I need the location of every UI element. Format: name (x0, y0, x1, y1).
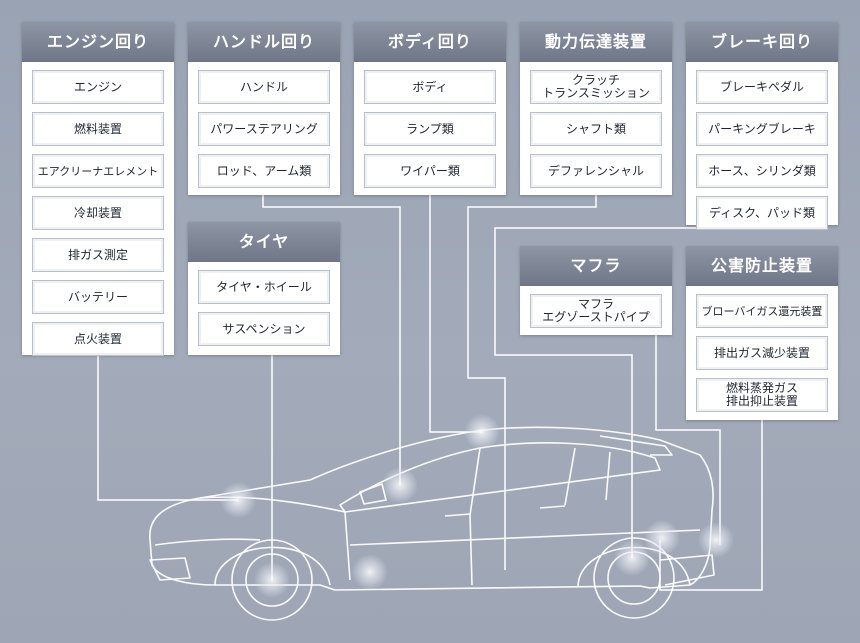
item-transmission-label: トランスミッション (542, 86, 650, 100)
item-muffler-label: マフラ (577, 297, 614, 311)
item-steering-wheel[interactable]: ハンドル (198, 70, 330, 104)
panel-steering-title: ハンドル回り (188, 22, 340, 62)
panel-muffler: マフラ マフラ エグゾーストパイプ (520, 246, 672, 335)
item-air-cleaner[interactable]: エアクリーナエレメント (32, 154, 164, 188)
item-fuel-system[interactable]: 燃料装置 (32, 112, 164, 146)
item-parking-brake[interactable]: パーキングブレーキ (696, 112, 828, 146)
item-shafts[interactable]: シャフト類 (530, 112, 662, 146)
item-exhaust-test[interactable]: 排ガス測定 (32, 238, 164, 272)
panel-tire: タイヤ タイヤ・ホイール サスペンション (188, 222, 340, 355)
item-evap-suppression-label: 排出抑止装置 (725, 394, 798, 408)
panel-emission-title: 公害防止装置 (686, 246, 838, 286)
item-suspension[interactable]: サスペンション (198, 312, 330, 346)
panel-brake-title: ブレーキ回り (686, 22, 838, 62)
hotspot-body (464, 414, 500, 450)
panel-emission: 公害防止装置 ブローバイガス還元装置 排出ガス減少装置 燃料蒸発ガス 排出抑止装… (686, 246, 838, 420)
item-body[interactable]: ボディ (364, 70, 496, 104)
item-battery[interactable]: バッテリー (32, 280, 164, 314)
item-evap-emission[interactable]: 燃料蒸発ガス 排出抑止装置 (696, 378, 828, 412)
hotspot-steering (382, 467, 418, 503)
item-brake-pedal[interactable]: ブレーキペダル (696, 70, 828, 104)
panel-tire-title: タイヤ (188, 222, 340, 262)
panel-brake: ブレーキ回り ブレーキペダル パーキングブレーキ ホース、シリンダ類 ディスク、… (686, 22, 838, 230)
item-clutch-transmission[interactable]: クラッチ トランスミッション (530, 70, 662, 104)
item-engine[interactable]: エンジン (32, 70, 164, 104)
panel-steering: ハンドル回り ハンドル パワーステアリング ロッド、アーム類 (188, 22, 340, 195)
hotspot-muffler (644, 520, 680, 556)
hotspot-tire (254, 562, 290, 598)
hotspot-brake (614, 540, 650, 576)
hotspot-drivetrain (352, 554, 388, 590)
panel-body: ボディ回り ボディ ランプ類 ワイパー類 (354, 22, 506, 195)
item-exhaust-reduction[interactable]: 排出ガス減少装置 (696, 336, 828, 370)
panel-drivetrain: 動力伝達装置 クラッチ トランスミッション シャフト類 デファレンシャル (520, 22, 672, 195)
panel-muffler-title: マフラ (520, 246, 672, 286)
panel-body-title: ボディ回り (354, 22, 506, 62)
item-clutch-label: クラッチ (571, 73, 620, 87)
item-evap-label: 燃料蒸発ガス (725, 381, 798, 395)
hotspot-emission (698, 522, 734, 558)
item-muffler-exhaust-pipe[interactable]: マフラ エグゾーストパイプ (530, 294, 662, 328)
hotspots (220, 414, 734, 598)
item-hose-cylinder[interactable]: ホース、シリンダ類 (696, 154, 828, 188)
item-rod-arm[interactable]: ロッド、アーム類 (198, 154, 330, 188)
panel-engine: エンジン回り エンジン 燃料装置 エアクリーナエレメント 冷却装置 排ガス測定 … (22, 22, 174, 356)
hotspot-engine (220, 482, 256, 518)
item-blowby-gas[interactable]: ブローバイガス還元装置 (696, 294, 828, 328)
item-disc-pad[interactable]: ディスク、パッド類 (696, 196, 828, 230)
item-exhaust-pipe-label: エグゾーストパイプ (542, 310, 650, 324)
item-cooling[interactable]: 冷却装置 (32, 196, 164, 230)
item-wipers[interactable]: ワイパー類 (364, 154, 496, 188)
panel-engine-title: エンジン回り (22, 22, 174, 62)
item-differential[interactable]: デファレンシャル (530, 154, 662, 188)
panel-drivetrain-title: 動力伝達装置 (520, 22, 672, 62)
item-tire-wheel[interactable]: タイヤ・ホイール (198, 270, 330, 304)
item-ignition[interactable]: 点火装置 (32, 322, 164, 356)
item-power-steering[interactable]: パワーステアリング (198, 112, 330, 146)
item-lamps[interactable]: ランプ類 (364, 112, 496, 146)
